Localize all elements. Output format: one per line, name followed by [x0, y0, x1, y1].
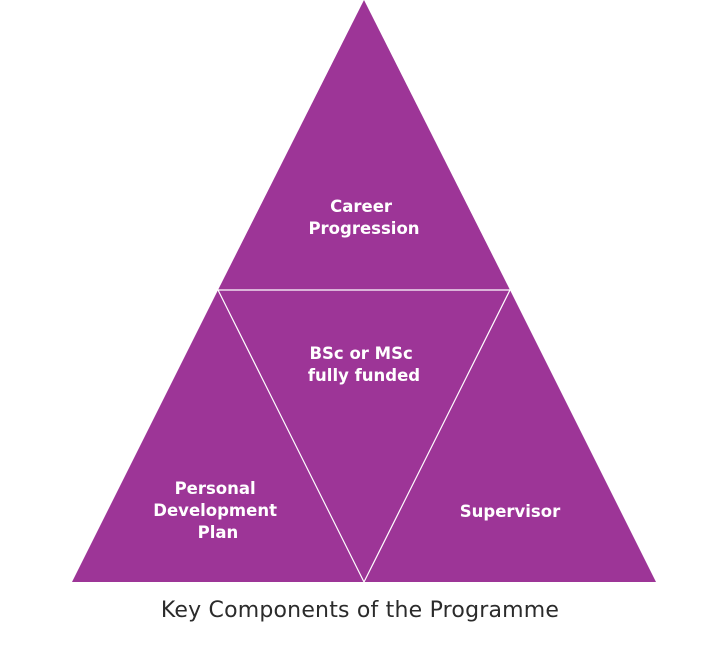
diagram-caption: Key Components of the Programme	[160, 598, 560, 623]
segment-bottom-left	[72, 290, 364, 582]
label-career-progression: Career Progression	[308, 197, 419, 238]
divider-left	[217, 289, 365, 583]
divider-right	[363, 289, 511, 583]
label-supervisor: Supervisor	[460, 502, 561, 521]
label-bsc-msc-funded: BSc or MSc fully funded	[308, 344, 420, 385]
segment-top	[218, 0, 510, 290]
segment-bottom-right	[364, 290, 656, 582]
segment-center	[218, 290, 510, 582]
label-personal-development-plan: Personal Development Plan	[153, 479, 282, 542]
